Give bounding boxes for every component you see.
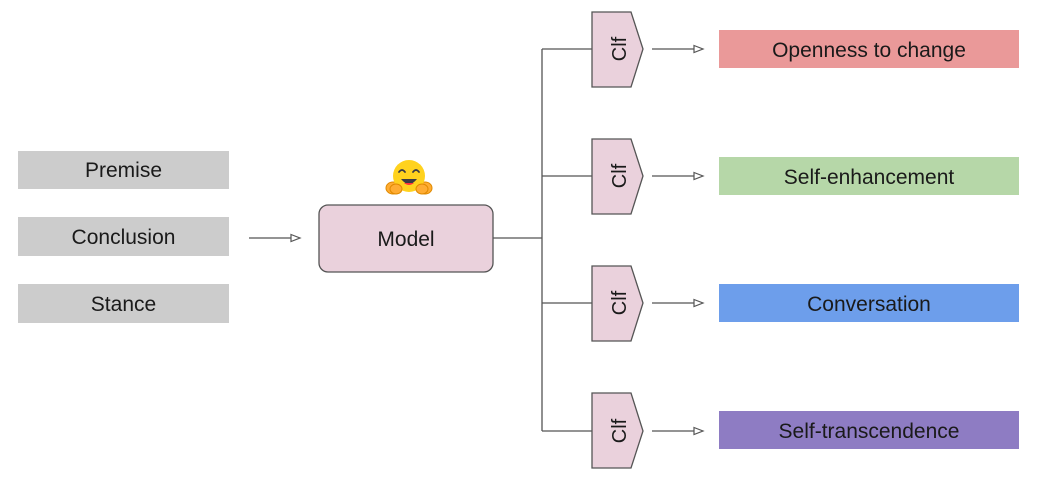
classifier-label: Clf	[609, 163, 631, 188]
branch-connector	[493, 48, 592, 432]
classifier-label: Clf	[609, 36, 631, 61]
output-self-enhancement: Self-enhancement	[719, 157, 1019, 195]
output-label: Conversation	[807, 293, 931, 316]
classifier-3: Clf	[591, 265, 644, 342]
classifier-output-arrows	[652, 44, 705, 436]
hugging-face-icon	[385, 160, 433, 195]
input-label-conclusion: Conclusion	[72, 226, 176, 249]
input-premise: Premise	[18, 151, 229, 189]
output-label: Self-transcendence	[779, 420, 960, 443]
classifier-1: Clf	[591, 11, 644, 88]
input-to-model-arrow	[249, 233, 302, 243]
input-label-premise: Premise	[85, 159, 162, 182]
classifier-label: Clf	[609, 290, 631, 315]
input-stance: Stance	[18, 284, 229, 323]
input-label-stance: Stance	[91, 293, 156, 316]
output-conversation: Conversation	[719, 284, 1019, 322]
classifier-label: Clf	[609, 418, 631, 443]
output-openness-to-change: Openness to change	[719, 30, 1019, 68]
classifier-2: Clf	[591, 138, 644, 215]
model-label: Model	[377, 228, 434, 251]
output-self-transcendence: Self-transcendence	[719, 411, 1019, 449]
output-label: Openness to change	[772, 39, 966, 62]
classifier-4: Clf	[591, 392, 644, 469]
output-label: Self-enhancement	[784, 166, 955, 189]
model-box: Model	[318, 204, 494, 273]
input-conclusion: Conclusion	[18, 217, 229, 256]
